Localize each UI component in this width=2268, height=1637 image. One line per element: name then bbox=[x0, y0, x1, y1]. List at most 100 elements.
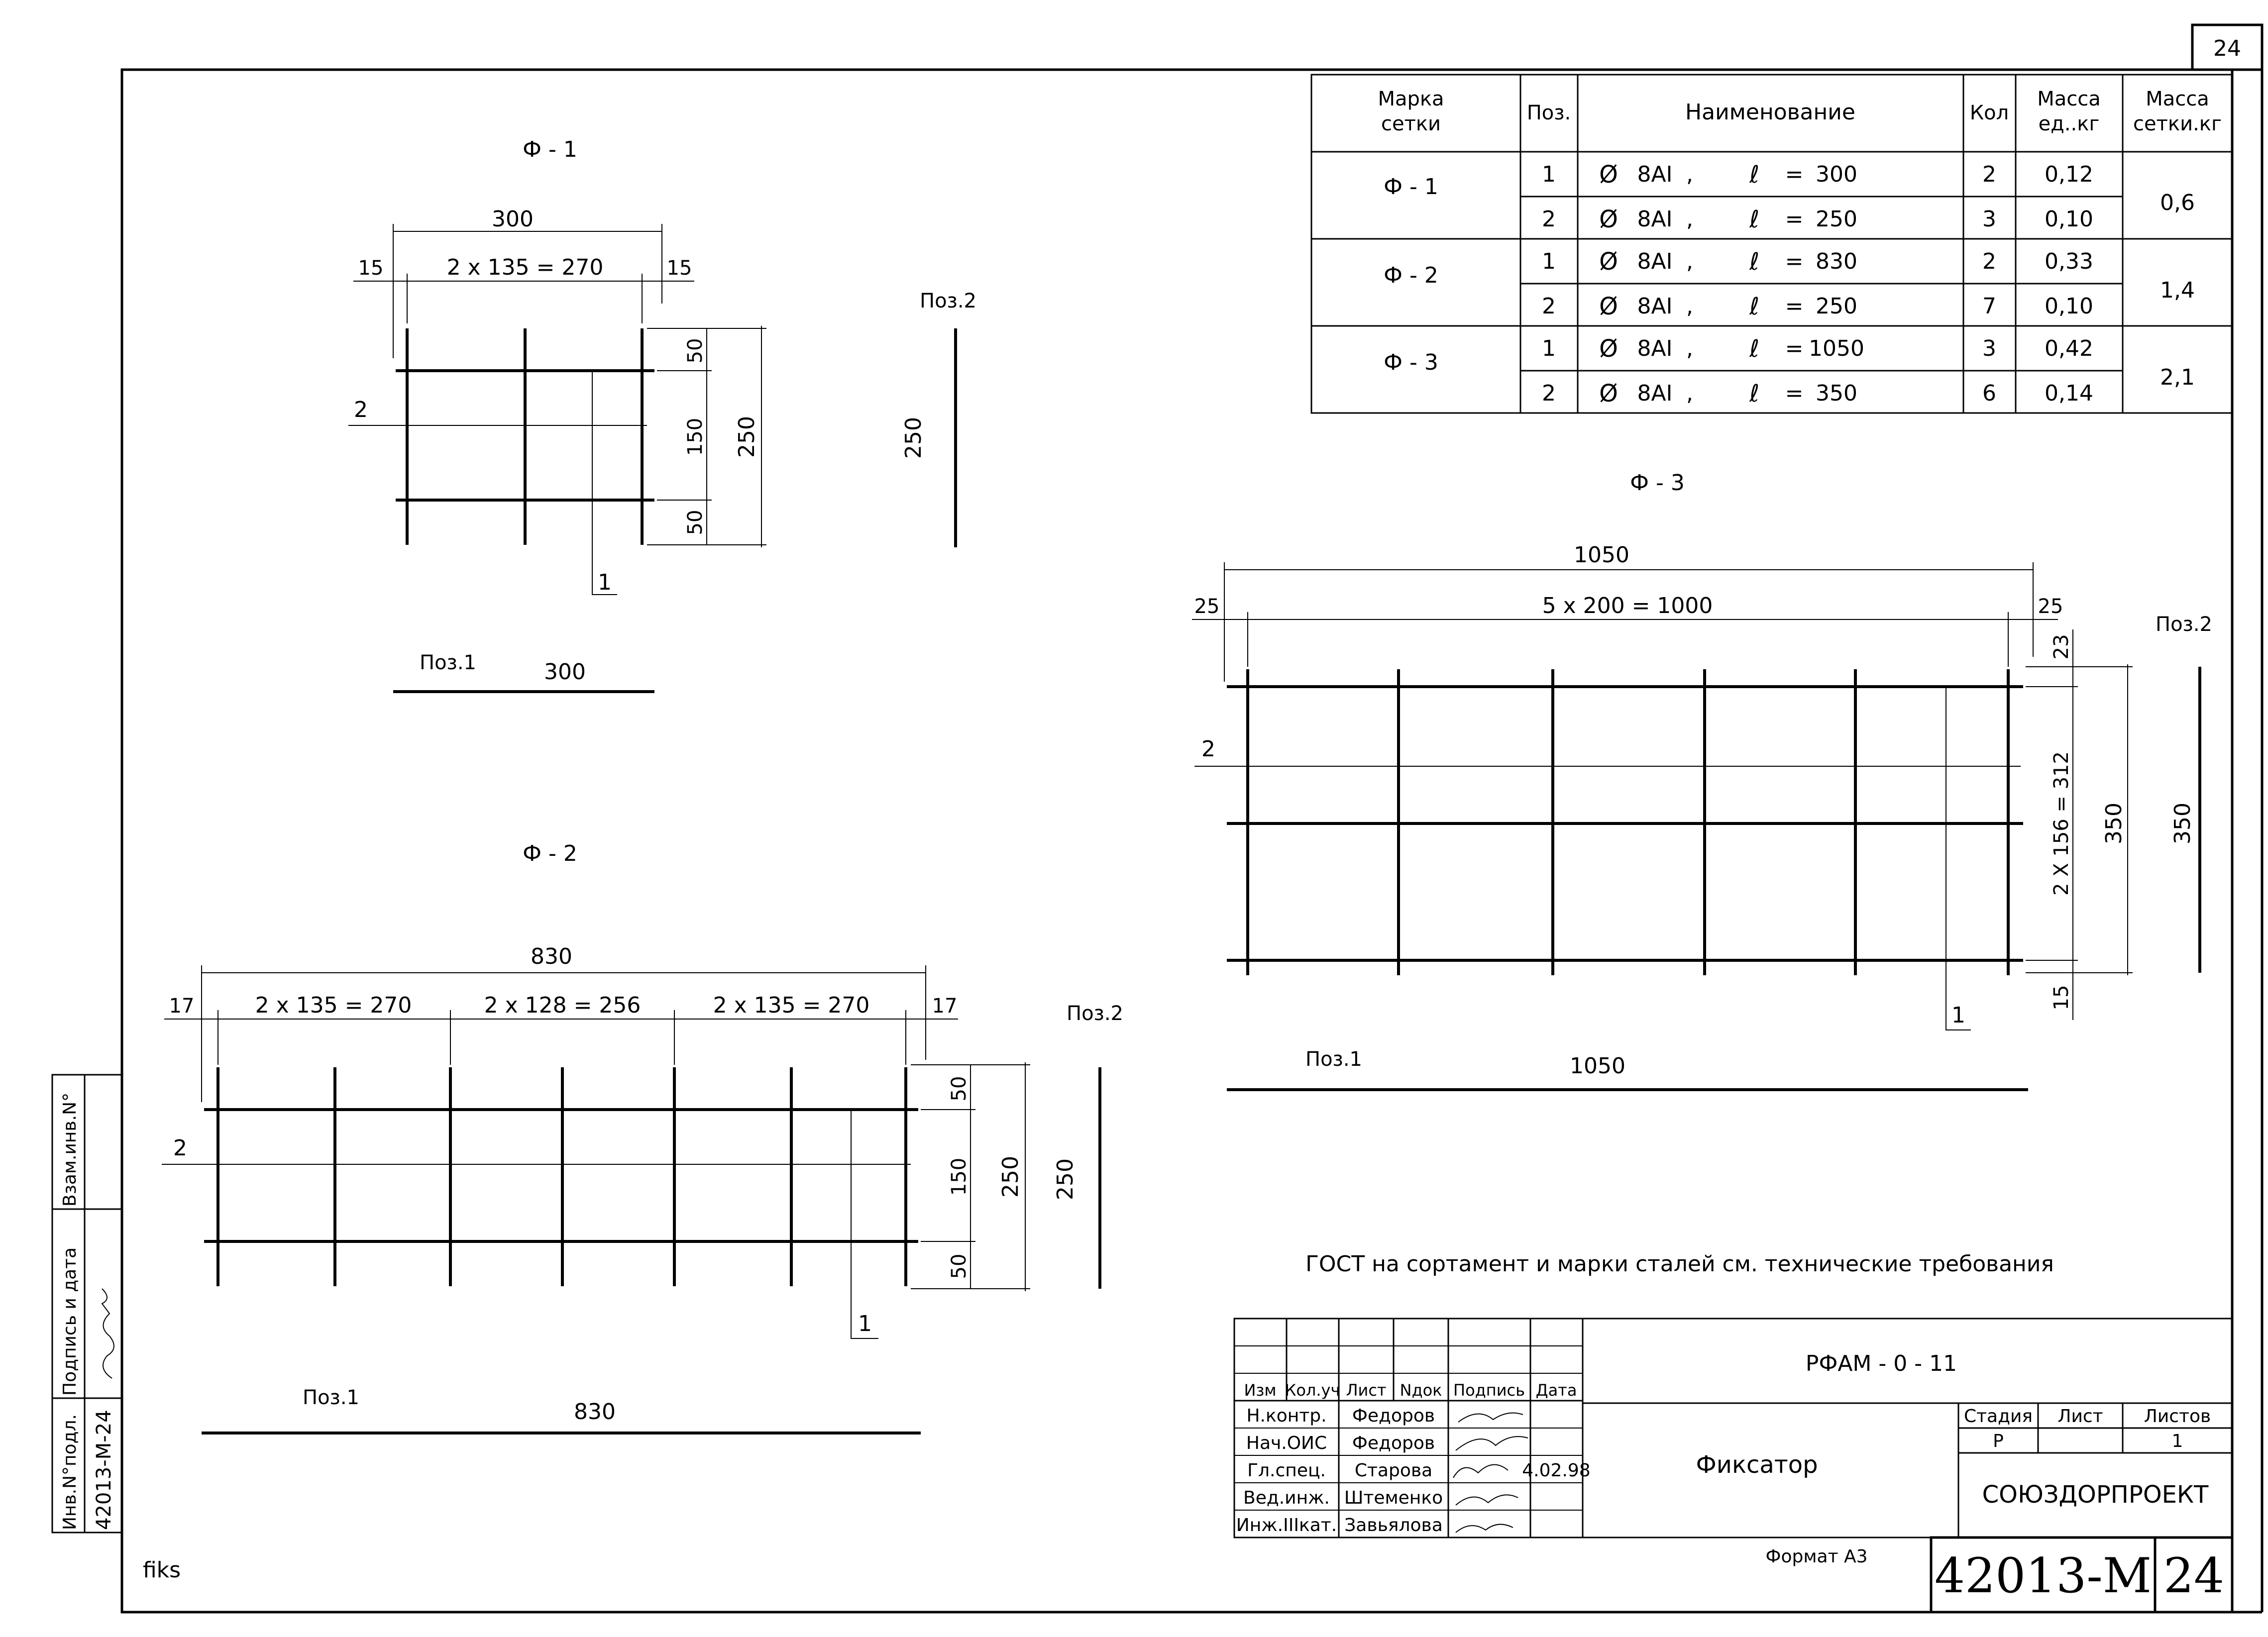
steel-note: ГОСТ на сортамент и марки сталей см. тех… bbox=[1305, 1251, 2054, 1277]
row-diameter: 8AI bbox=[1637, 206, 1672, 232]
hdr-mark-1: Марка bbox=[1378, 88, 1444, 110]
f1-dim-edge-right: 15 bbox=[667, 257, 692, 280]
swap-label: Взам.инв.N° bbox=[60, 1093, 80, 1207]
f1-drawing: Ф - 1 2 1 300 2 x 135 = 270 15 15 50 150… bbox=[348, 137, 976, 693]
doc-number: 42013-М bbox=[1935, 1548, 2152, 1604]
signer-name: Федоров bbox=[1352, 1433, 1435, 1453]
signer-role: Гл.спец. bbox=[1247, 1460, 1326, 1481]
row-equals: = bbox=[1785, 206, 1804, 232]
row-equals: = bbox=[1785, 336, 1804, 361]
col-hdr-izm: Изм bbox=[1244, 1381, 1276, 1400]
f1-dim-edge-left: 15 bbox=[358, 257, 384, 280]
side-stamp: Инв.N°подл. 42013-М-24 Подпись и дата Вз… bbox=[51, 1074, 123, 1534]
organization: СОЮЗДОРПРОЕКТ bbox=[1982, 1481, 2209, 1509]
sheet-number-corner: 24 bbox=[2213, 36, 2241, 61]
row-qty: 3 bbox=[1982, 336, 1996, 361]
f2-poz2-len: 250 bbox=[1053, 1158, 1078, 1200]
row-length: 1050 bbox=[1809, 336, 1864, 361]
f2-leader-1: 1 bbox=[858, 1311, 872, 1336]
signature-scribbles bbox=[1453, 1412, 1528, 1533]
f1-dim-total: 300 bbox=[492, 206, 534, 232]
f3-dim-span: 5 x 200 = 1000 bbox=[1542, 593, 1713, 618]
row-equals: = bbox=[1785, 162, 1804, 187]
signer-role: Вед.инж. bbox=[1243, 1488, 1330, 1508]
f2-dim-v-top: 50 bbox=[948, 1076, 971, 1102]
spec-table-body: Ф - 1 0,6 Ф - 2 1,4 Ф - 3 2,1 bbox=[1384, 174, 2195, 390]
drawing-name: Фиксатор bbox=[1696, 1451, 1818, 1479]
f2-title: Ф - 2 bbox=[523, 841, 577, 866]
row-comma: , bbox=[1686, 162, 1693, 187]
f3-poz1-len: 1050 bbox=[1570, 1053, 1625, 1079]
row-unit-mass: 0,14 bbox=[2045, 381, 2093, 406]
row-unit-mass: 0,12 bbox=[2045, 162, 2093, 187]
f3-leader-1: 1 bbox=[1951, 1003, 1965, 1028]
hdr-mark-2: сетки bbox=[1381, 112, 1441, 135]
diameter-symbol: Ø bbox=[1599, 335, 1618, 363]
f2-drawing: Ф - 2 2 1 830 2 x 135 = 270 2 x 128 = 25… bbox=[162, 841, 1123, 1434]
col-hdr-ndok: Nдок bbox=[1400, 1381, 1442, 1400]
f3-drawing: Ф - 3 2 1 1050 5 x 200 = 1000 25 25 bbox=[1192, 470, 2212, 1091]
f2-poz1-len: 830 bbox=[574, 1399, 616, 1425]
f1-poz2-len: 250 bbox=[901, 417, 926, 459]
row-qty: 2 bbox=[1982, 249, 1996, 274]
spec-table bbox=[1310, 74, 2233, 414]
diameter-symbol: Ø bbox=[1599, 248, 1618, 276]
f3-leader-2: 2 bbox=[1201, 736, 1215, 762]
f3-dim-v-bot: 15 bbox=[2050, 985, 2073, 1011]
row-comma: , bbox=[1686, 294, 1693, 319]
col-hdr-list: Лист bbox=[1346, 1381, 1386, 1400]
f3-poz2-len: 350 bbox=[2170, 803, 2195, 844]
f2-leader-2: 2 bbox=[173, 1135, 187, 1161]
f2-dim-v-mid: 150 bbox=[948, 1158, 971, 1196]
f1-title: Ф - 1 bbox=[523, 137, 577, 162]
length-symbol: ℓ bbox=[1749, 161, 1759, 189]
f1-dim-span: 2 x 135 = 270 bbox=[447, 255, 604, 280]
hdr-name: Наименование bbox=[1685, 100, 1855, 125]
row-comma: , bbox=[1686, 381, 1693, 406]
f1-poz2-label: Поз.2 bbox=[920, 290, 976, 312]
row-pos: 1 bbox=[1542, 162, 1556, 187]
f1-leader-1: 1 bbox=[598, 570, 612, 595]
row-length: 250 bbox=[1816, 206, 1857, 232]
f2-dim-span-b: 2 x 128 = 256 bbox=[484, 993, 641, 1018]
f1-poz1-len: 300 bbox=[544, 659, 586, 685]
drawing-code: РФАМ - 0 - 11 bbox=[1806, 1351, 1957, 1376]
row-unit-mass: 0,10 bbox=[2045, 294, 2093, 319]
row-equals: = bbox=[1785, 294, 1804, 319]
row-pos: 1 bbox=[1542, 336, 1556, 361]
length-symbol: ℓ bbox=[1749, 335, 1759, 363]
row-pos: 1 bbox=[1542, 249, 1556, 274]
row-qty: 7 bbox=[1982, 294, 1996, 319]
f3-poz2-label: Поз.2 bbox=[2156, 613, 2212, 636]
signature-mark bbox=[101, 1288, 114, 1379]
row-diameter: 8AI bbox=[1637, 162, 1672, 187]
hdr-net-mass-1: Масса bbox=[2146, 88, 2209, 110]
f2-dim-span-a: 2 x 135 = 270 bbox=[255, 993, 412, 1018]
row-equals: = bbox=[1785, 249, 1804, 274]
paper-format: Формат А3 bbox=[1765, 1546, 1867, 1567]
row-comma: , bbox=[1686, 249, 1693, 274]
col-hdr-sign: Подпись bbox=[1453, 1381, 1525, 1400]
hdr-unit-mass-2: ед..кг bbox=[2039, 112, 2100, 135]
row-unit-mass: 0,10 bbox=[2045, 206, 2093, 232]
spec-table-headers: Марка сетки Поз. Наименование Кол Масса … bbox=[1378, 88, 2222, 135]
f3-dim-edge-left: 25 bbox=[1194, 595, 1220, 618]
f3-dim-v-total: 350 bbox=[2101, 803, 2127, 844]
row-equals: = bbox=[1785, 381, 1804, 406]
length-symbol: ℓ bbox=[1749, 205, 1759, 233]
row-qty: 3 bbox=[1982, 206, 1996, 232]
diameter-symbol: Ø bbox=[1599, 293, 1618, 320]
title-block-col-headers: Изм Кол.уч Лист Nдок Подпись Дата bbox=[1244, 1381, 1577, 1400]
inv-label: Инв.N°подл. bbox=[60, 1414, 80, 1530]
row-length: 250 bbox=[1816, 294, 1857, 319]
signer-role: Нач.ОИС bbox=[1246, 1433, 1327, 1453]
sheets-hdr: Листов bbox=[2144, 1406, 2211, 1427]
f3-bars-pos2 bbox=[1246, 669, 2010, 975]
col-hdr-date: Дата bbox=[1536, 1381, 1577, 1400]
f1-dim-v-bot: 50 bbox=[684, 510, 707, 535]
inv-value: 42013-М-24 bbox=[93, 1410, 115, 1530]
length-symbol: ℓ bbox=[1749, 248, 1759, 276]
